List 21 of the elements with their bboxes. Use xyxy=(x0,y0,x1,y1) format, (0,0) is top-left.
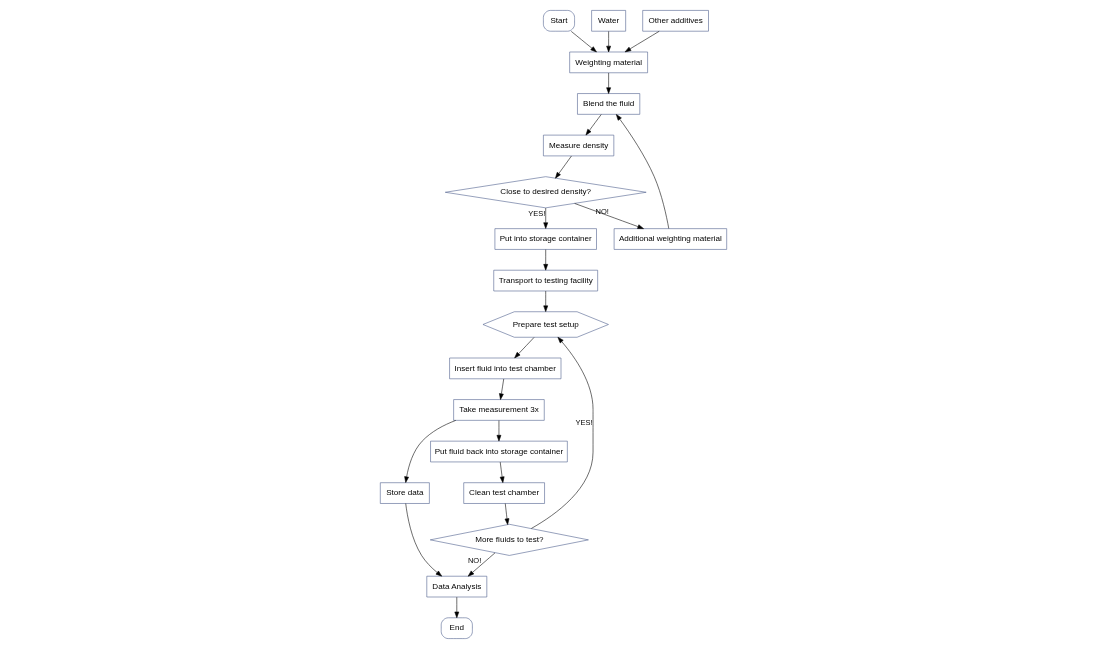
arrow xyxy=(542,290,548,312)
arrow xyxy=(404,503,442,577)
arrow xyxy=(542,249,548,271)
arrow xyxy=(585,114,601,136)
arrow xyxy=(554,155,572,179)
arrow xyxy=(513,337,534,359)
arrow xyxy=(504,503,509,525)
arrow xyxy=(570,31,597,53)
arrow xyxy=(615,114,669,229)
arrow xyxy=(624,31,659,53)
arrow xyxy=(403,420,456,483)
arrow xyxy=(542,207,548,229)
arrow xyxy=(454,596,459,619)
arrow xyxy=(605,72,611,94)
arrow xyxy=(605,31,611,53)
arrow xyxy=(496,420,501,442)
arrow xyxy=(467,552,495,577)
arrow xyxy=(498,378,504,400)
arrow xyxy=(530,337,593,529)
arrow xyxy=(573,203,644,229)
arrow xyxy=(499,461,504,483)
